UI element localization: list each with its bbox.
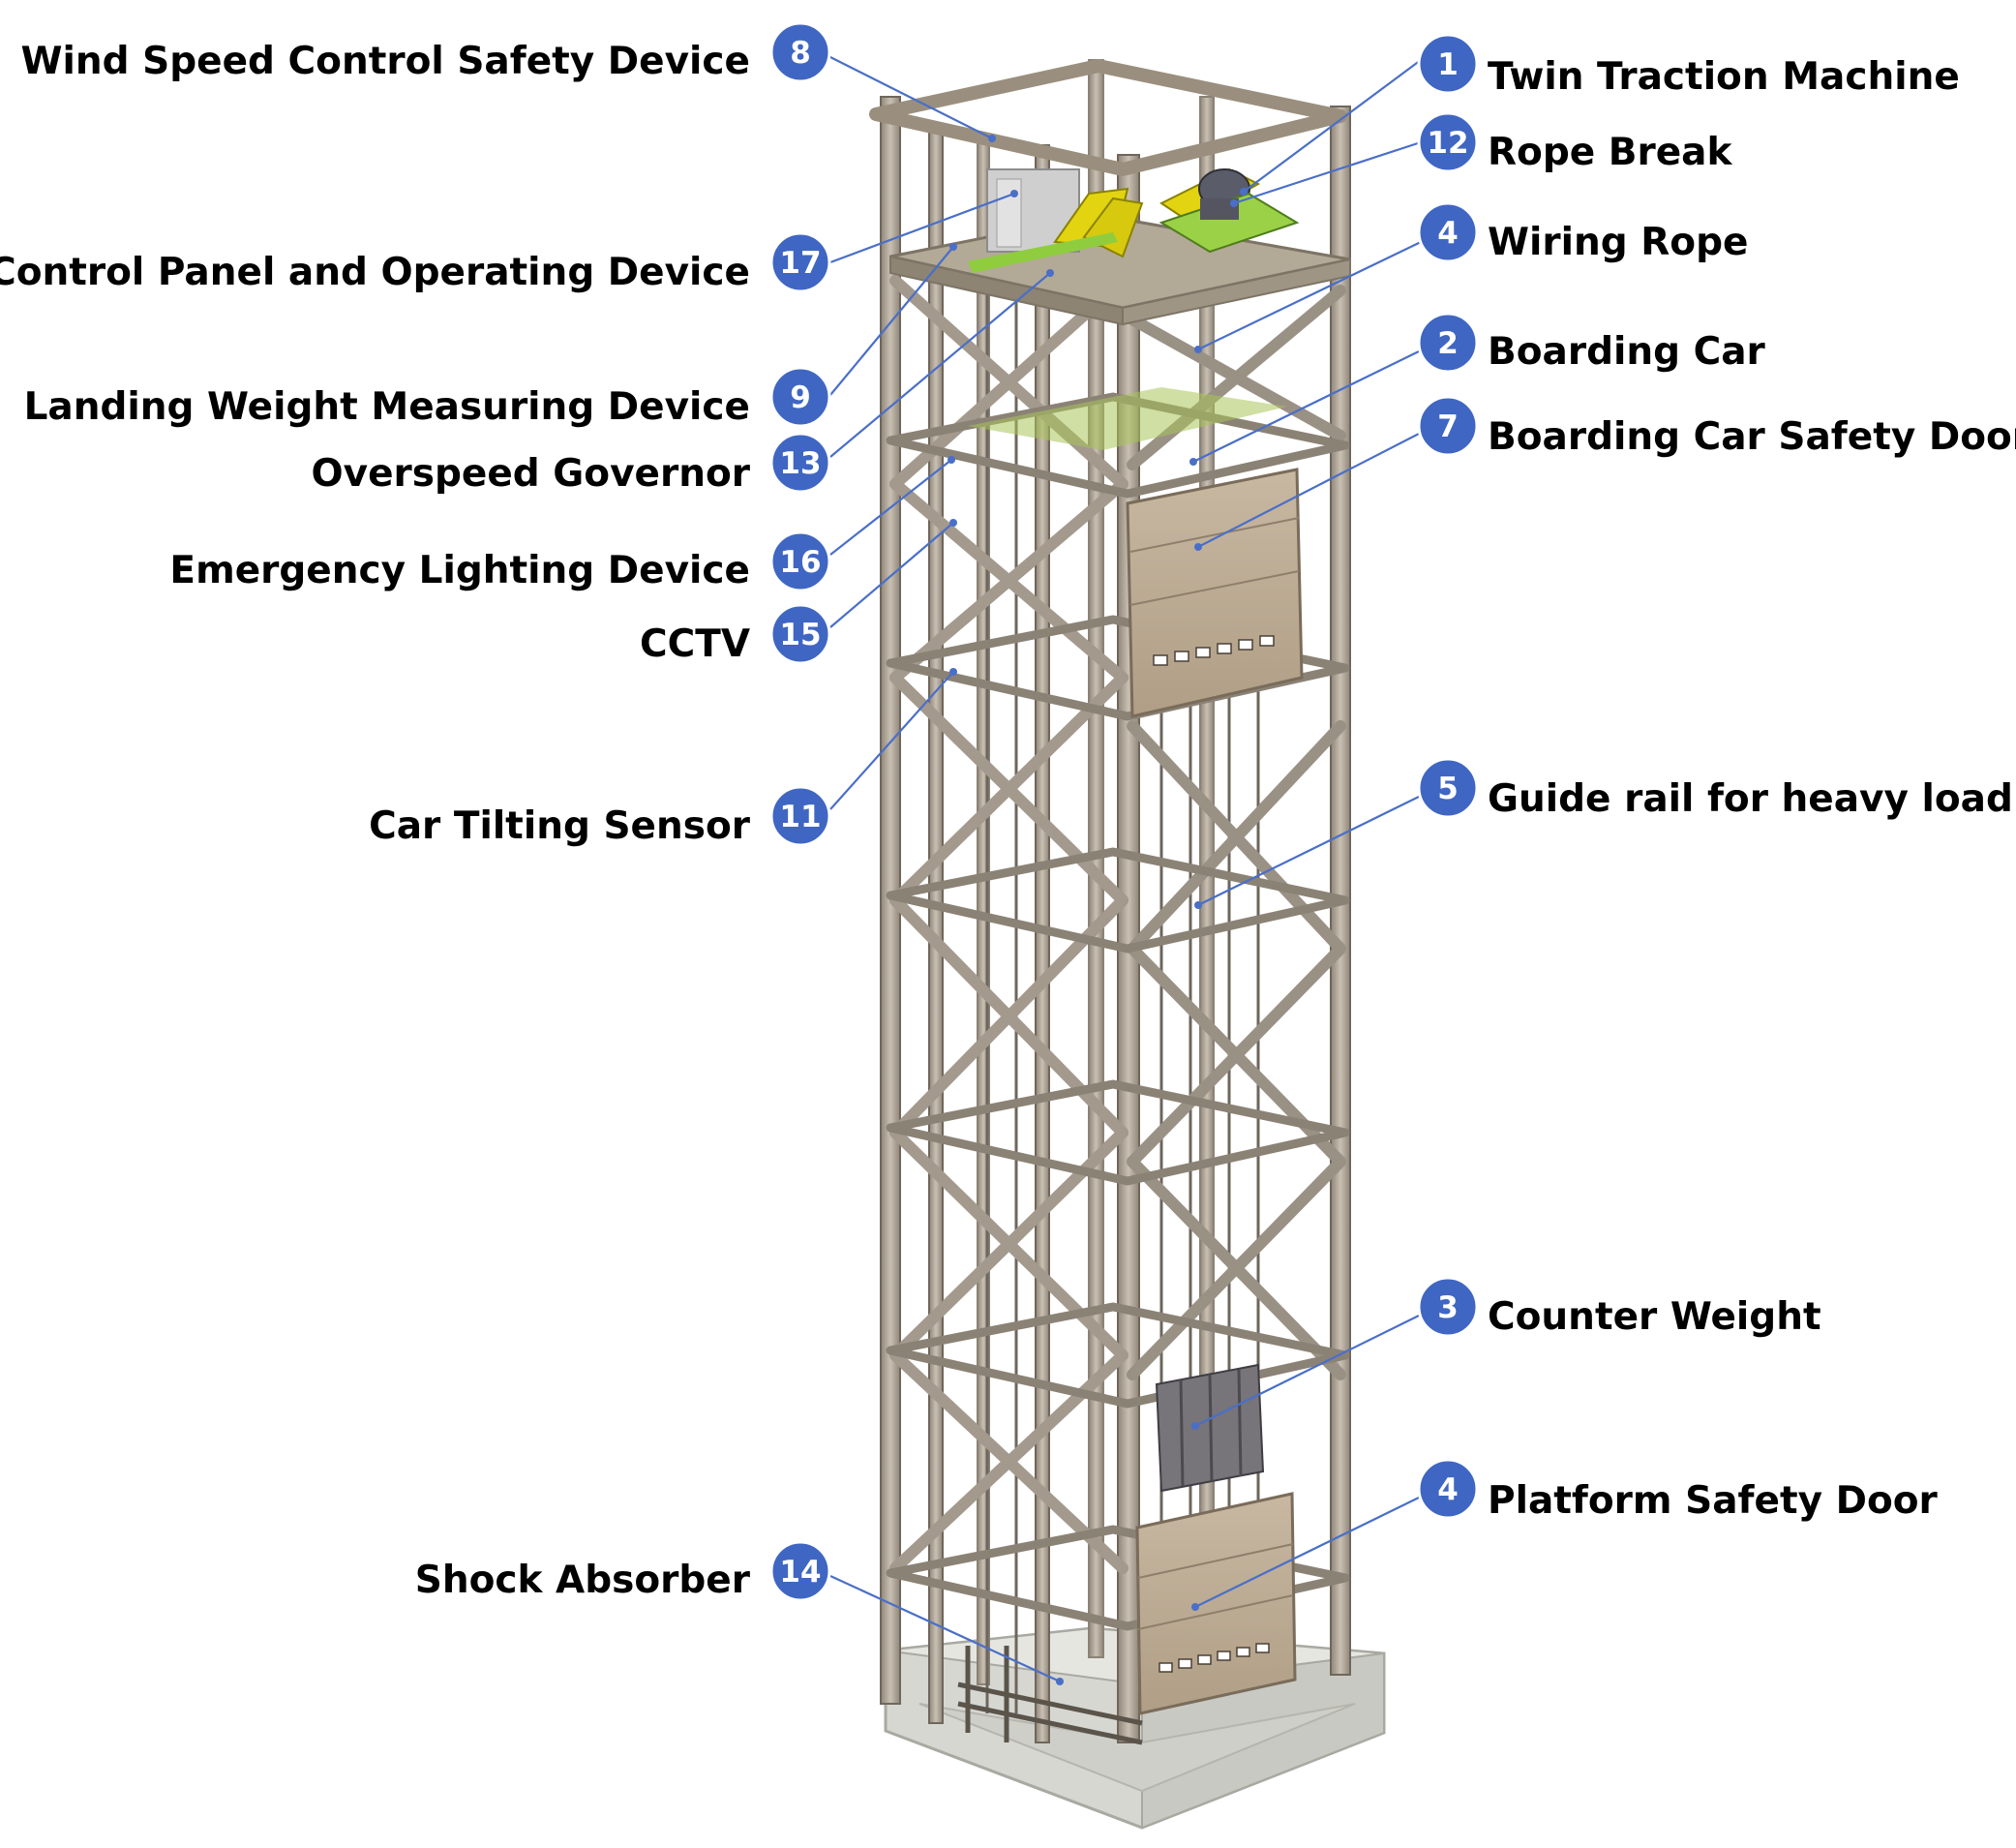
callout-control-panel: Control Panel and Operating Device 17 xyxy=(0,231,831,294)
floor-frames xyxy=(886,392,1350,1631)
callout-label: Wiring Rope xyxy=(1488,221,1748,264)
base-frame xyxy=(957,1646,1143,1745)
leader-tips xyxy=(948,135,1248,1685)
badge-number: 12 xyxy=(1427,126,1468,161)
number-badge xyxy=(1417,395,1479,457)
number-badge xyxy=(769,530,831,592)
badge-number: 11 xyxy=(779,800,821,834)
callout-label: Guide rail for heavy load xyxy=(1488,777,2013,821)
badge-number: 15 xyxy=(779,618,821,652)
callout-rope-break: 12 Rope Break xyxy=(1417,111,1732,174)
callout-label: Control Panel and Operating Device xyxy=(0,251,750,294)
number-badge xyxy=(1417,1276,1479,1338)
number-badge xyxy=(1417,33,1479,95)
callout-guide-rail: 5 Guide rail for heavy load xyxy=(1417,757,2013,821)
leader-lines xyxy=(824,53,1422,1685)
callout-label: CCTV xyxy=(640,622,750,666)
leader-bcdoor xyxy=(1197,432,1422,548)
callout-shock-absorber: Shock Absorber 14 xyxy=(415,1540,831,1602)
tower xyxy=(869,59,1386,1830)
badge-number: 16 xyxy=(779,545,821,580)
badge-number: 2 xyxy=(1437,326,1459,361)
machine-deck xyxy=(889,167,1351,450)
number-badge xyxy=(1417,757,1479,819)
callout-label: Shock Absorber xyxy=(415,1559,751,1602)
leader-counter xyxy=(1194,1314,1422,1427)
callout-label: Platform Safety Door xyxy=(1488,1479,1939,1523)
number-badge xyxy=(769,1540,831,1602)
number-badge xyxy=(769,21,831,83)
badge-number: 9 xyxy=(790,380,811,415)
badge-number: 1 xyxy=(1437,47,1459,82)
badge-number: 3 xyxy=(1437,1290,1459,1325)
leader-governor xyxy=(829,272,1051,458)
callout-boarding-car: 2 Boarding Car xyxy=(1417,312,1766,374)
callouts-right: 1 Twin Traction Machine 12 Rope Break 4 … xyxy=(1417,33,2016,1523)
number-badge xyxy=(1417,111,1479,173)
callout-label: Wind Speed Control Safety Device xyxy=(21,40,751,83)
leader-pfdoor xyxy=(1194,1496,1422,1608)
callout-twin-traction: 1 Twin Traction Machine xyxy=(1417,33,1960,99)
number-badge xyxy=(769,785,831,847)
callout-overspeed-governor: Overspeed Governor 13 xyxy=(312,432,831,496)
badge-number: 7 xyxy=(1437,409,1459,444)
leader-guide xyxy=(1197,795,1422,906)
callout-wiring-rope: 4 Wiring Rope xyxy=(1417,201,1748,264)
badge-number: 4 xyxy=(1437,1472,1459,1507)
leader-boarding xyxy=(1192,349,1422,463)
number-badge xyxy=(769,432,831,494)
roof-frame xyxy=(869,59,1347,176)
number-badge xyxy=(769,231,831,293)
badge-number: 8 xyxy=(790,36,811,71)
number-badge xyxy=(769,603,831,665)
badge-number: 5 xyxy=(1437,772,1459,806)
callout-counter-weight: 3 Counter Weight xyxy=(1417,1276,1821,1339)
callout-label: Twin Traction Machine xyxy=(1488,55,1960,99)
callout-wind-speed-control: Wind Speed Control Safety Device 8 xyxy=(21,21,831,83)
leader-rope xyxy=(1233,140,1422,205)
callout-label: Counter Weight xyxy=(1488,1295,1821,1339)
callout-boarding-car-safety-door: 7 Boarding Car Safety Door xyxy=(1417,395,2016,459)
callout-emergency-lighting: Emergency Lighting Device 16 xyxy=(169,530,831,592)
badge-number: 14 xyxy=(779,1555,821,1590)
boarding-car xyxy=(1126,468,1304,718)
number-badge xyxy=(1417,312,1479,374)
badge-number: 4 xyxy=(1437,216,1459,251)
callouts-left: Wind Speed Control Safety Device 8 Contr… xyxy=(0,21,831,1602)
callout-label: Landing Weight Measuring Device xyxy=(24,385,750,429)
callout-label: Boarding Car xyxy=(1488,330,1766,374)
callout-landing-weight: Landing Weight Measuring Device 9 xyxy=(24,366,831,429)
callout-label: Emergency Lighting Device xyxy=(169,549,750,592)
leader-twin xyxy=(1243,59,1422,193)
callout-car-tilting: Car Tilting Sensor 11 xyxy=(369,785,831,848)
leader-wind xyxy=(824,53,993,139)
counter-weight xyxy=(1155,1363,1265,1493)
leader-control xyxy=(829,192,1015,264)
number-badge xyxy=(1417,201,1479,263)
number-badge xyxy=(1417,1458,1479,1520)
badge-number: 17 xyxy=(779,246,821,281)
platform-safety-door xyxy=(1135,1492,1297,1715)
leader-shock xyxy=(829,1575,1061,1682)
badge-number: 13 xyxy=(779,446,821,481)
leader-cctv xyxy=(829,522,954,628)
callout-label: Rope Break xyxy=(1488,131,1732,174)
number-badge xyxy=(769,366,831,428)
leader-tilt xyxy=(829,671,954,810)
leader-wiring xyxy=(1197,241,1422,350)
callout-label: Car Tilting Sensor xyxy=(369,804,751,848)
leader-landing xyxy=(829,246,954,396)
callout-label: Overspeed Governor xyxy=(312,452,751,496)
callout-label: Boarding Car Safety Door xyxy=(1488,415,2016,459)
leader-emergency xyxy=(829,459,952,556)
callout-cctv: CCTV 15 xyxy=(640,603,831,666)
callout-platform-safety-door: 4 Platform Safety Door xyxy=(1417,1458,1939,1523)
